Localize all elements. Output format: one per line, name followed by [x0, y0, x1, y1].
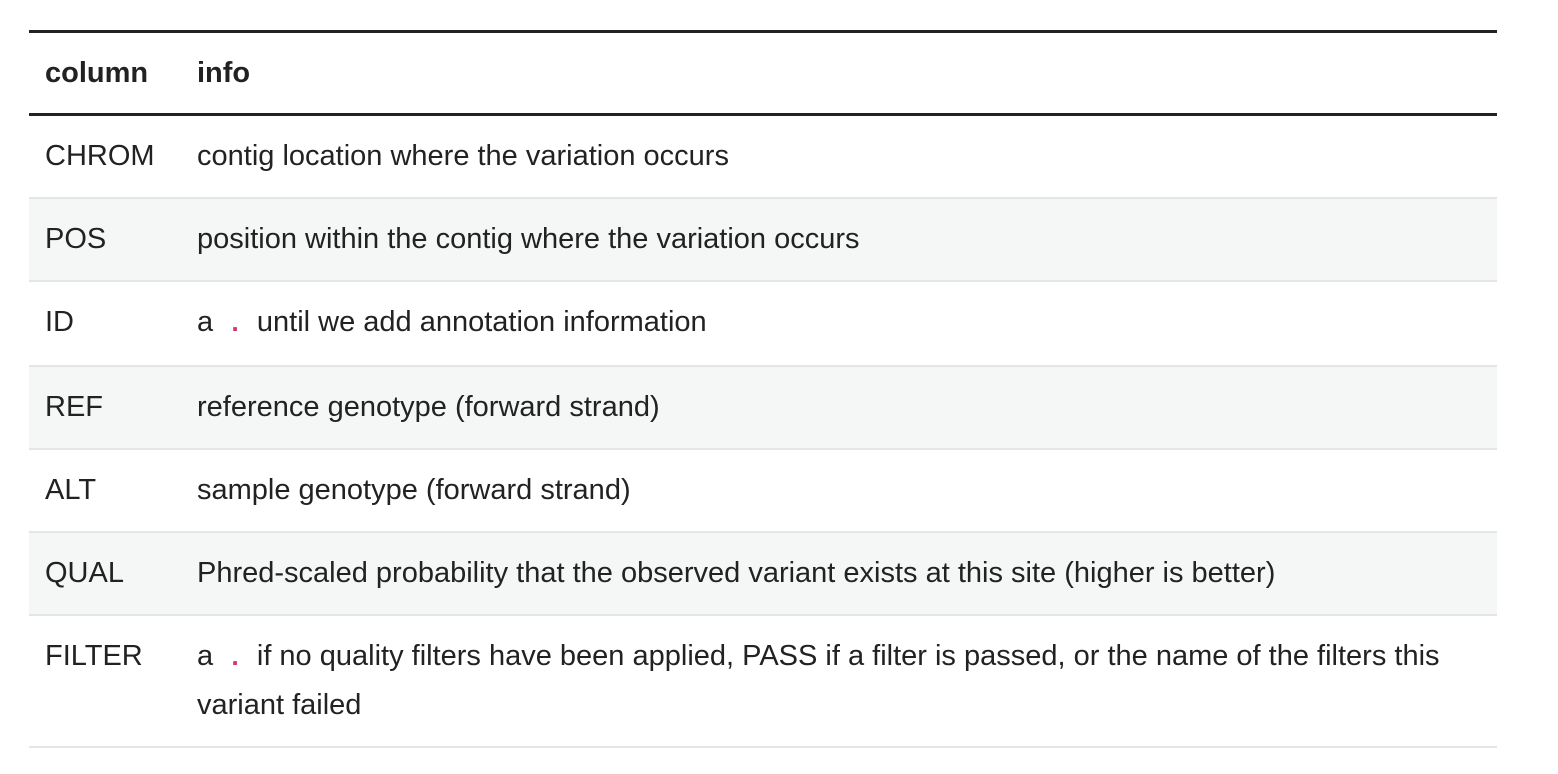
inline-code-dot: . — [227, 309, 243, 339]
cell-info-pos: position within the contig where the var… — [181, 198, 1497, 282]
cell-info-ref: reference genotype (forward strand) — [181, 366, 1497, 450]
cell-info-alt: sample genotype (forward strand) — [181, 449, 1497, 533]
table-body: CHROM contig location where the variatio… — [29, 114, 1497, 748]
table-row: REF reference genotype (forward strand) — [29, 366, 1497, 450]
header-info: info — [181, 30, 1497, 116]
cell-info-id: a . until we add annotation information — [181, 281, 1497, 367]
table-row: FILTER a . if no quality filters have be… — [29, 615, 1497, 748]
info-suffix: until we add annotation information — [256, 306, 707, 338]
cell-column-alt: ALT — [29, 449, 181, 533]
inline-code-dot: . — [227, 643, 243, 673]
header-column: column — [29, 30, 181, 116]
info-prefix: a — [197, 306, 214, 338]
header-row: column info — [29, 30, 1497, 116]
table-row: CHROM contig location where the variatio… — [29, 114, 1497, 199]
cell-column-qual: QUAL — [29, 532, 181, 616]
content-area: column info CHROM contig location where … — [29, 30, 1497, 748]
cell-column-filter: FILTER — [29, 615, 181, 748]
table-row: ALT sample genotype (forward strand) — [29, 449, 1497, 533]
info-prefix: a — [197, 640, 214, 672]
cell-column-id: ID — [29, 281, 181, 367]
vcf-columns-table: column info CHROM contig location where … — [29, 30, 1497, 748]
table-header: column info — [29, 30, 1497, 116]
table-row: POS position within the contig where the… — [29, 198, 1497, 282]
cell-column-chrom: CHROM — [29, 114, 181, 199]
cell-info-qual: Phred-scaled probability that the observ… — [181, 532, 1497, 616]
table-row: QUAL Phred-scaled probability that the o… — [29, 532, 1497, 616]
cell-info-filter: a . if no quality filters have been appl… — [181, 615, 1497, 748]
table-row: ID a . until we add annotation informati… — [29, 281, 1497, 367]
info-suffix: if no quality filters have been applied,… — [197, 640, 1440, 721]
cell-column-ref: REF — [29, 366, 181, 450]
cell-info-chrom: contig location where the variation occu… — [181, 114, 1497, 199]
cell-column-pos: POS — [29, 198, 181, 282]
